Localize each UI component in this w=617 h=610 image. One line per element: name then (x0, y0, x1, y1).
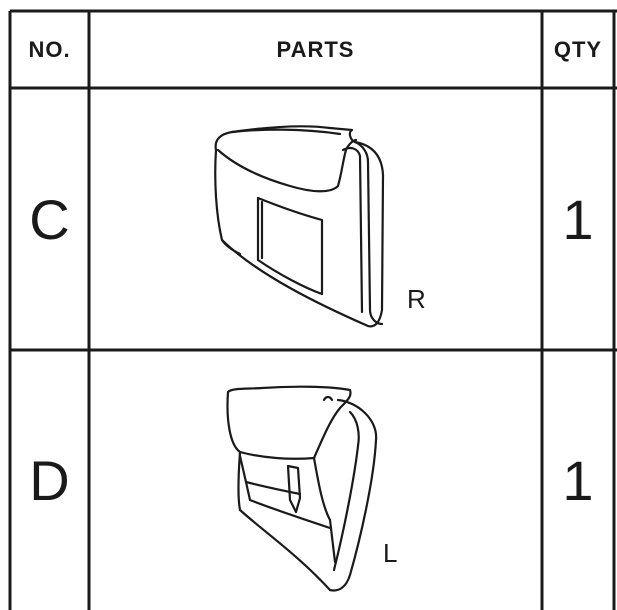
row-c-no: C (29, 187, 70, 251)
row-c-side-label: R (407, 284, 426, 314)
header-no: NO. (28, 36, 71, 62)
row-d-no: D (29, 448, 70, 512)
row-d-side-label: L (383, 538, 398, 568)
header-parts: PARTS (276, 36, 355, 62)
header-qty: QTY (553, 36, 603, 62)
row-d-qty: 1 (562, 448, 594, 512)
row-c-qty: 1 (562, 187, 594, 251)
